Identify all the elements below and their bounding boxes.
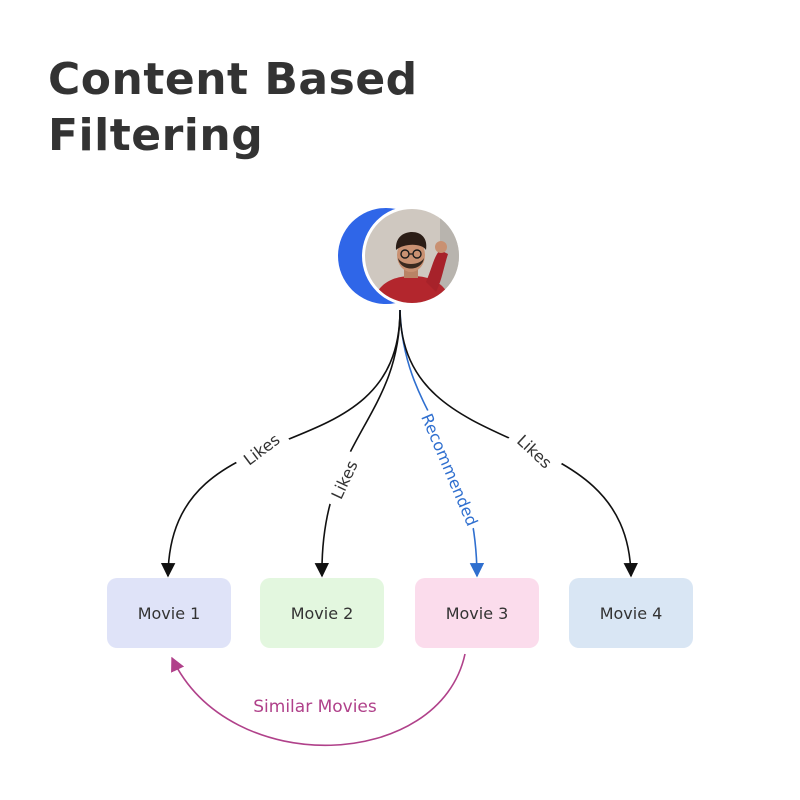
- svg-text:Recommended: Recommended: [417, 411, 481, 529]
- diagram-title: Content Based Filtering: [48, 52, 418, 164]
- edge-label-likes-2: Likes: [321, 449, 367, 511]
- edge-label-likes-1: Likes: [231, 422, 291, 476]
- movie-node-1: Movie 1: [107, 578, 231, 648]
- edge-label-likes-4: Likes: [506, 423, 564, 480]
- svg-text:Similar Movies: Similar Movies: [253, 697, 377, 717]
- edge-likes-movie-2: [314, 309, 401, 578]
- movie-node-2-box: [260, 578, 384, 648]
- user-avatar: [338, 206, 462, 306]
- title-line-2: Filtering: [48, 110, 264, 161]
- movie-node-4: Movie 4: [569, 578, 693, 648]
- movie-node-2: Movie 2: [260, 578, 384, 648]
- edge-similar-movies: [171, 653, 466, 747]
- title-line-1: Content Based: [48, 54, 418, 105]
- movie-node-3: Movie 3: [415, 578, 539, 648]
- movie-node-1-box: [107, 578, 231, 648]
- movie-node-3-box: [415, 578, 539, 648]
- movie-node-1-label: Movie 1: [138, 604, 201, 623]
- movie-node-2-label: Movie 2: [291, 604, 354, 623]
- movie-node-4-box: [569, 578, 693, 648]
- movie-node-3-label: Movie 3: [446, 604, 509, 623]
- edge-label-recommended: Recommended: [414, 406, 486, 533]
- similar-movies-label: Similar Movies: [240, 692, 390, 718]
- movie-node-4-label: Movie 4: [600, 604, 663, 623]
